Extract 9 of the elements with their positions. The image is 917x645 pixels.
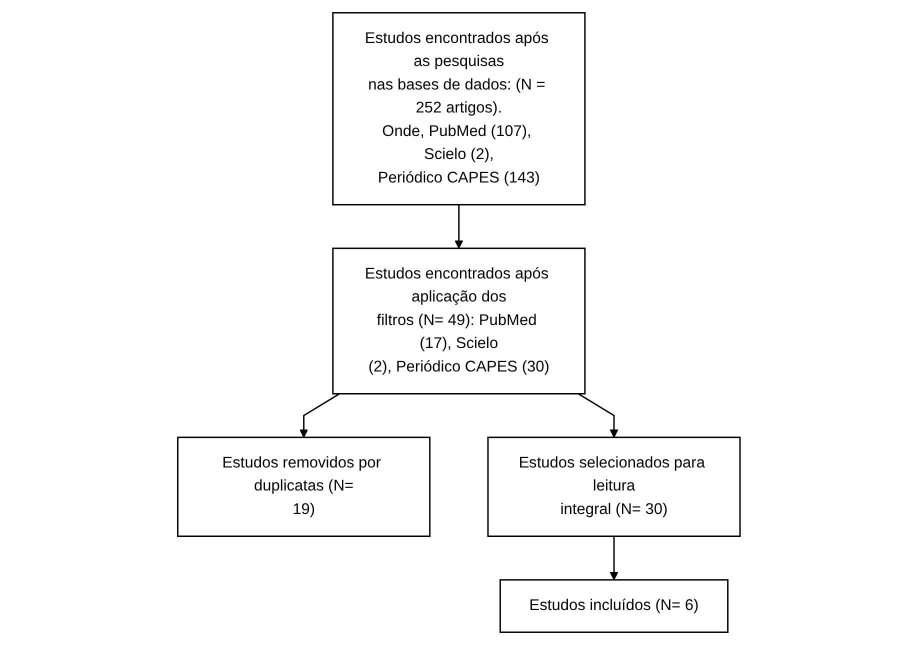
arrow bbox=[454, 204, 463, 249]
process-box: Estudos removidos por duplicatas (N= 19) bbox=[176, 436, 430, 537]
process-box: Estudos encontrados após as pesquisas nas bases de dados: (N = 252 artigos). Onde, PubMed (107), Scielo (2), Periódico CAPES (143) bbox=[332, 12, 586, 206]
process-box: Estudos incluídos (N= 6) bbox=[499, 579, 728, 633]
arrow bbox=[577, 393, 618, 438]
arrow bbox=[299, 393, 340, 438]
arrow bbox=[609, 536, 618, 580]
process-box: Estudos encontrados após aplicação dos filtros (N= 49): PubMed (17), Scielo (2), Periódico CAPES (30) bbox=[332, 248, 586, 394]
process-box: Estudos selecionados para leitura integral (N= 30) bbox=[486, 436, 740, 537]
